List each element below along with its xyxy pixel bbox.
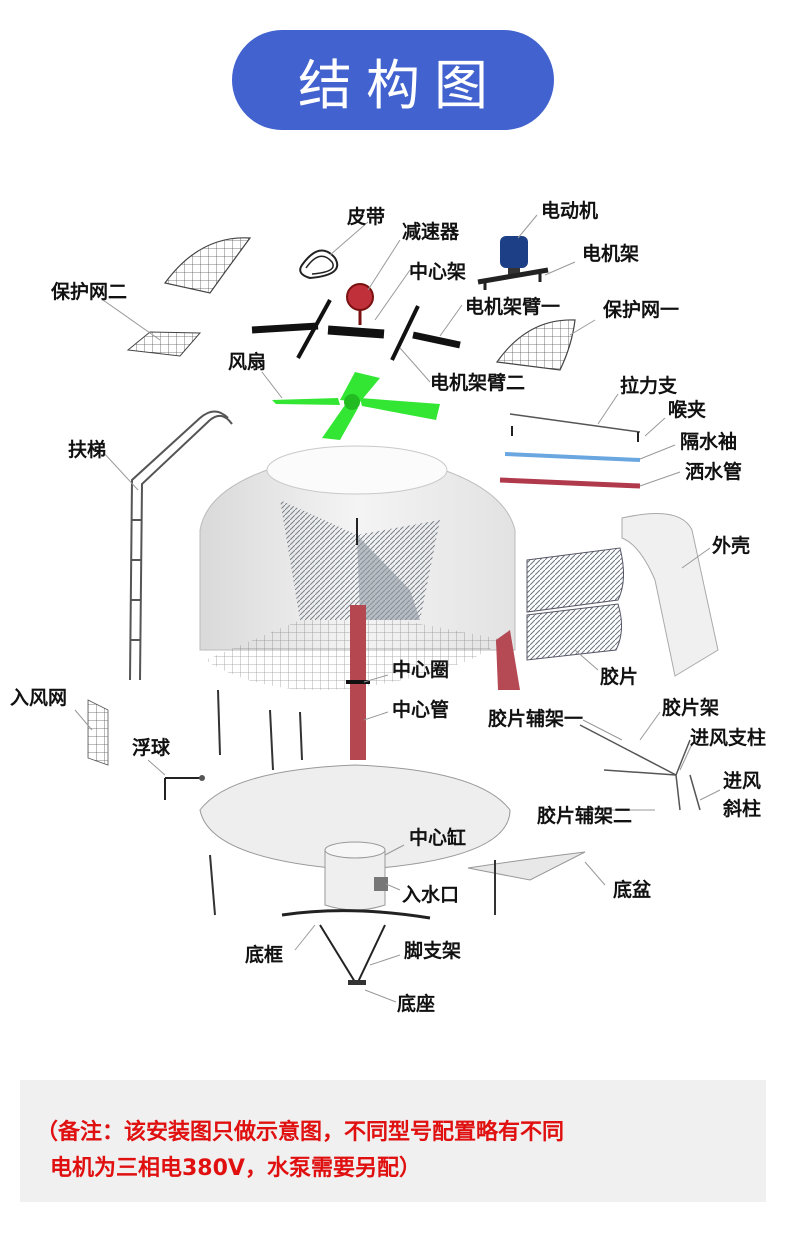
label-fill-rack: 胶片架: [662, 697, 720, 719]
tension-brace: [509, 413, 641, 442]
note-line-1: （备注：该安装图只做示意图，不同型号配置略有不同: [36, 1120, 565, 1145]
note-box: （备注：该安装图只做示意图，不同型号配置略有不同 电机为三相电380V，水泵需要…: [20, 1080, 766, 1202]
label-air-inlet-net: 入风网: [10, 687, 68, 709]
air-inlet-net: [87, 699, 109, 766]
label-motor: 电动机: [541, 200, 599, 222]
label-leg-bracket: 脚支架: [404, 940, 462, 962]
label-basin: 底盆: [613, 879, 652, 901]
label-reducer: 减速器: [402, 221, 460, 243]
fan: [272, 372, 440, 440]
label-ladder: 扶梯: [68, 439, 107, 461]
leg-bracket: [319, 924, 386, 985]
base-frame: [281, 909, 431, 920]
guard-net-2-square: [126, 331, 202, 357]
label-center-ring: 中心圈: [392, 659, 450, 681]
label-water-inlet: 入水口: [402, 884, 460, 906]
water-sleeve: [504, 452, 641, 462]
label-fill: 胶片: [600, 666, 639, 688]
shell: [621, 513, 719, 677]
motor-frame: [477, 267, 549, 290]
label-guard-net-2: 保护网二: [51, 281, 128, 303]
label-motor-arm-2: 电机架臂二: [430, 372, 526, 394]
label-belt: 皮带: [347, 206, 386, 228]
guard-net-1: [495, 319, 576, 371]
motor: [500, 236, 528, 276]
label-tension-brace: 拉力支: [620, 375, 678, 397]
label-guard-net-1: 保护网一: [603, 299, 680, 321]
label-center-tank: 中心缸: [409, 827, 467, 849]
label-base-frame: 底框: [245, 944, 284, 966]
title-banner: 结构图: [232, 30, 554, 130]
label-inlet-column: 进风支柱: [690, 727, 767, 749]
fill-support-brackets: [579, 724, 701, 811]
label-fan: 风扇: [228, 351, 267, 373]
label-shell: 外壳: [712, 535, 751, 557]
center-pipe: [346, 605, 370, 760]
label-fill-support-2: 胶片辅架二: [537, 805, 633, 827]
fill-blocks: [526, 547, 624, 661]
label-inlet-slant-1: 进风: [723, 770, 762, 792]
reducer: [346, 283, 374, 325]
float-ball: [164, 775, 205, 800]
page-title: 结构图: [298, 53, 502, 117]
guard-net-2-top: [163, 237, 252, 294]
tower-body: [199, 445, 516, 651]
label-water-sleeve: 隔水袖: [680, 431, 738, 453]
label-inlet-slant-2: 斜柱: [723, 798, 762, 820]
note-line-2: 电机为三相电380V，水泵需要另配）: [50, 1156, 421, 1181]
leader-lines: [74, 214, 721, 1003]
label-float-ball: 浮球: [132, 737, 171, 759]
motor-arms: [251, 299, 461, 361]
label-sprinkler-pipe: 洒水管: [685, 461, 743, 483]
sprinkler-pipe: [499, 477, 641, 489]
label-fill-support-1: 胶片辅架一: [488, 708, 584, 730]
label-motor-frame: 电机架: [582, 243, 640, 265]
label-center-pipe: 中心管: [392, 699, 450, 721]
label-motor-arm-1: 电机架臂一: [465, 296, 561, 318]
label-center-frame: 中心架: [409, 261, 467, 283]
label-throat-clip: 喉夹: [668, 399, 707, 421]
center-tank: [324, 841, 388, 911]
basin: [199, 764, 586, 881]
belt: [299, 249, 339, 280]
label-base: 底座: [397, 993, 436, 1015]
ladder: [129, 410, 233, 681]
basin-legs: [209, 854, 496, 916]
